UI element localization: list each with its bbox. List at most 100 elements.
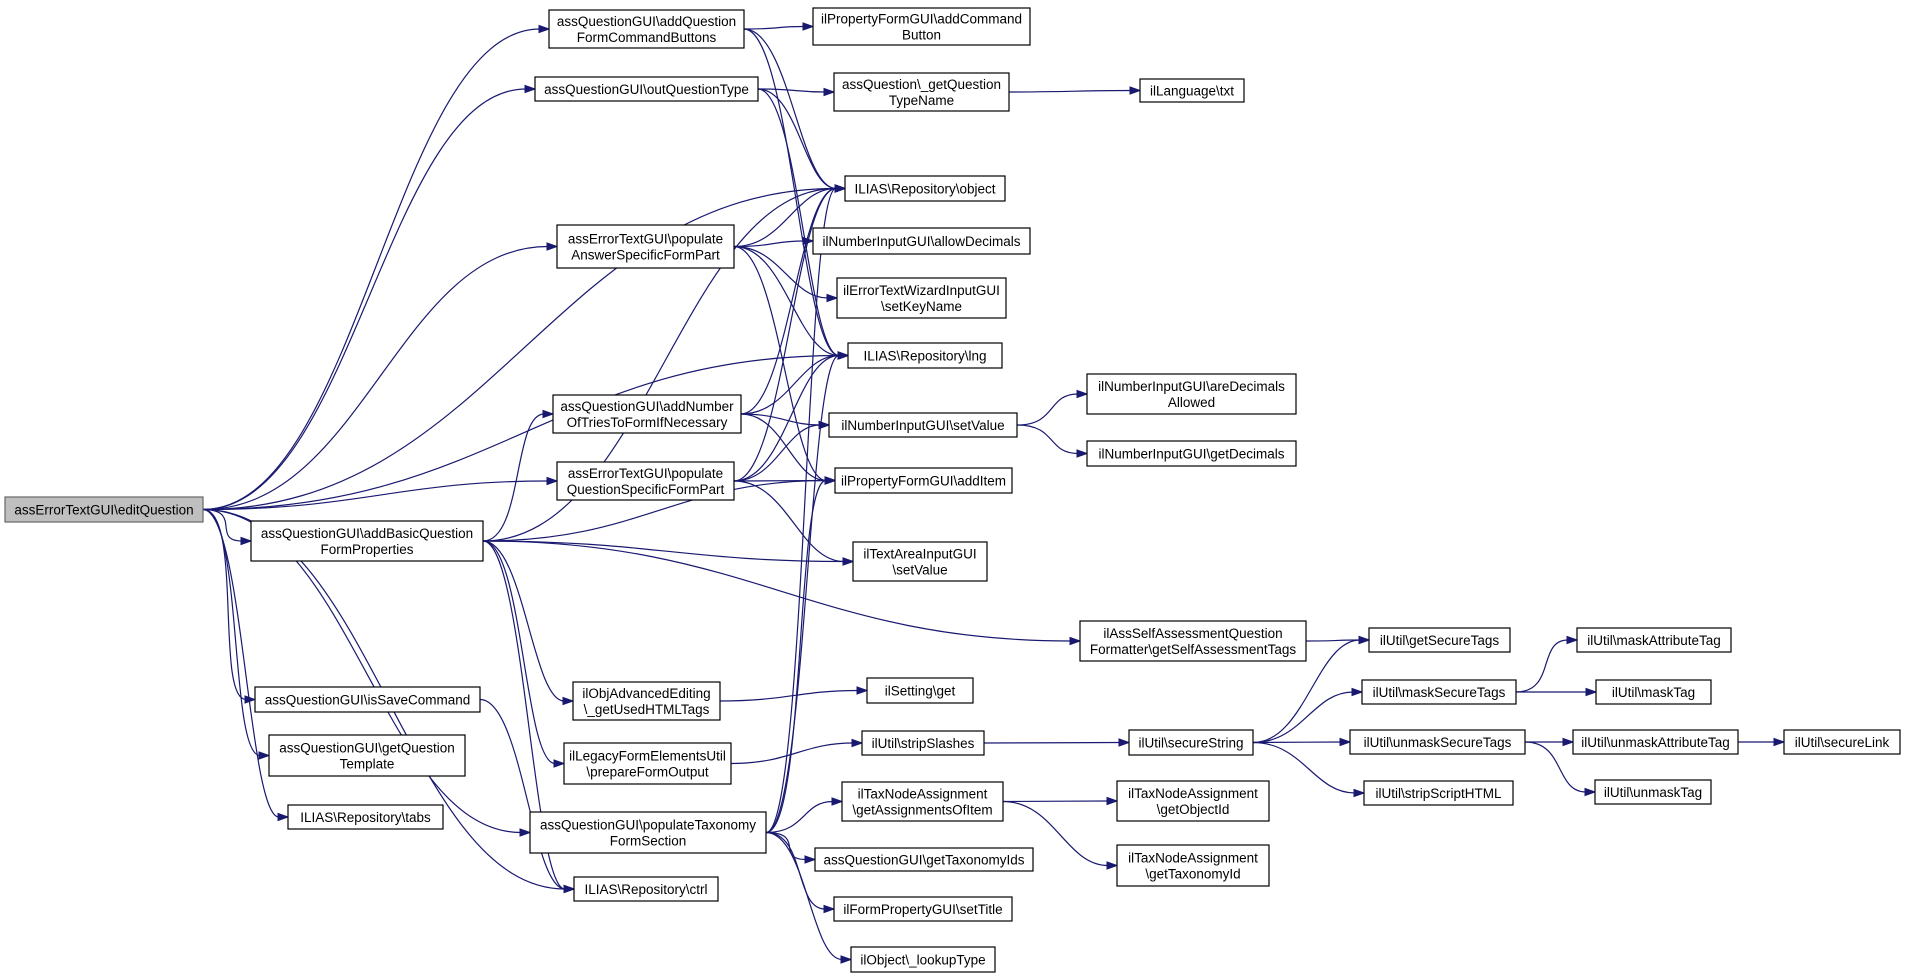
edge-add-question-form-command-buttons-to-add-command-button xyxy=(743,22,815,31)
edge-line xyxy=(733,187,837,248)
node-get-taxonomy-ids[interactable]: assQuestionGUI\getTaxonomyIds xyxy=(814,847,1034,872)
edge-line xyxy=(1252,639,1361,744)
edge-arrowhead xyxy=(546,242,559,251)
node-get-assignments-of-item[interactable]: ilTaxNodeAssignment\getAssignmentsOfItem xyxy=(841,781,1004,822)
node-is-save-command[interactable]: assQuestionGUI\isSaveCommand xyxy=(254,686,481,713)
node-get-object-id[interactable]: ilTaxNodeAssignment\getObjectId xyxy=(1116,780,1270,822)
edge-arrowhead xyxy=(1351,687,1364,697)
edge-populate-taxonomy-form-section-to-add-item xyxy=(765,476,837,834)
edge-line xyxy=(1002,800,1109,803)
edge-line xyxy=(743,28,840,357)
node-box xyxy=(828,412,1018,438)
node-object[interactable]: ILIAS\Repository\object xyxy=(844,175,1006,202)
node-setting-get[interactable]: ilSetting\get xyxy=(866,677,974,704)
edge-line xyxy=(740,187,837,415)
node-label: ilUtil\unmaskAttributeTag xyxy=(1581,735,1730,750)
node-add-item[interactable]: ilPropertyFormGUI\addItem xyxy=(834,467,1013,494)
node-unmask-secure-tags[interactable]: ilUtil\unmaskSecureTags xyxy=(1349,729,1526,755)
edge-mask-secure-tags-to-mask-attribute-tag xyxy=(1515,635,1579,693)
node-get-taxonomy-id[interactable]: ilTaxNodeAssignment\getTaxonomyId xyxy=(1116,844,1270,887)
node-populate-question-specific-form-part[interactable]: assErrorTextGUI\populateQuestionSpecific… xyxy=(556,461,735,501)
edge-out-question-type-to-lng xyxy=(757,88,850,360)
edge-line xyxy=(202,354,840,511)
node-label: assErrorTextGUI\populate xyxy=(568,232,723,247)
node-label: ilUtil\secureLink xyxy=(1795,735,1890,750)
edge-line xyxy=(733,245,827,482)
edge-arrowhead xyxy=(1358,635,1371,645)
node-mask-tag[interactable]: ilUtil\maskTag xyxy=(1595,679,1712,705)
edge-line xyxy=(1252,691,1354,744)
node-label: assErrorTextGUI\populate xyxy=(568,466,723,481)
node-box xyxy=(1079,620,1307,662)
call-graph-nodes: assErrorTextGUI\editQuestion assQuestionG… xyxy=(4,7,1901,973)
node-root[interactable]: assErrorTextGUI\editQuestion xyxy=(4,496,204,523)
node-box xyxy=(836,277,1007,319)
node-label: ilUtil\stripScriptHTML xyxy=(1375,786,1502,801)
node-lng[interactable]: ILIAS\Repository\lng xyxy=(847,342,1003,369)
node-add-number-of-tries[interactable]: assQuestionGUI\addNumberOfTriesToFormIfN… xyxy=(552,394,742,434)
node-prepare-form-output[interactable]: ilLegacyFormElementsUtil\prepareFormOutp… xyxy=(563,742,732,785)
node-get-self-assessment-tags[interactable]: ilAssSelfAssessmentQuestionFormatter\get… xyxy=(1079,620,1307,662)
node-secure-link[interactable]: ilUtil\secureLink xyxy=(1783,729,1901,755)
edge-line xyxy=(202,245,549,511)
node-get-secure-tags[interactable]: ilUtil\getSecureTags xyxy=(1368,627,1511,653)
node-get-decimals[interactable]: ilNumberInputGUI\getDecimals xyxy=(1086,440,1297,467)
node-set-title[interactable]: ilFormPropertyGUI\setTitle xyxy=(833,896,1013,922)
edge-arrowhead xyxy=(524,84,537,94)
node-label: \getObjectId xyxy=(1157,802,1230,817)
node-set-key-name[interactable]: ilErrorTextWizardInputGUI\setKeyName xyxy=(836,277,1007,319)
node-label: Formatter\getSelfAssessmentTags xyxy=(1090,642,1297,657)
edge-add-basic-question-form-properties-to-set-value-text-area xyxy=(482,540,855,566)
edge-line xyxy=(765,187,837,834)
node-label: FormProperties xyxy=(320,542,413,557)
node-box xyxy=(573,876,719,902)
edge-root-to-is-save-command xyxy=(202,508,257,704)
edge-line xyxy=(482,540,1072,642)
node-box xyxy=(833,72,1010,112)
node-mask-secure-tags[interactable]: ilUtil\maskSecureTags xyxy=(1361,679,1517,705)
node-strip-slashes[interactable]: ilUtil\stripSlashes xyxy=(861,730,985,756)
node-label: ilPropertyFormGUI\addCommand xyxy=(821,12,1022,27)
node-add-basic-question-form-properties[interactable]: assQuestionGUI\addBasicQuestionFormPrope… xyxy=(250,520,484,562)
node-box xyxy=(1139,78,1245,103)
node-secure-string[interactable]: ilUtil\secureString xyxy=(1128,729,1254,756)
node-strip-script-html[interactable]: ilUtil\stripScriptHTML xyxy=(1363,780,1514,806)
node-box xyxy=(1128,729,1254,756)
node-lookup-type[interactable]: ilObject\_lookupType xyxy=(850,946,996,973)
edge-unmask-secure-tags-to-unmask-attribute-tag xyxy=(1524,737,1575,747)
node-ctrl[interactable]: ILIAS\Repository\ctrl xyxy=(573,876,719,902)
node-label: ilSetting\get xyxy=(885,684,956,699)
node-set-value-text-area[interactable]: ilTextAreaInputGUI\setValue xyxy=(852,541,988,582)
node-mask-attribute-tag[interactable]: ilUtil\maskAttributeTag xyxy=(1576,627,1732,653)
edge-arrowhead xyxy=(834,184,847,193)
edge-line xyxy=(740,354,840,415)
node-populate-taxonomy-form-section[interactable]: assQuestionGUI\populateTaxonomyFormSecti… xyxy=(529,811,767,854)
edge-arrowhead xyxy=(831,797,844,806)
node-tabs[interactable]: ILIAS\Repository\tabs xyxy=(287,804,444,830)
node-unmask-attribute-tag[interactable]: ilUtil\unmaskAttributeTag xyxy=(1572,729,1739,755)
edge-line xyxy=(482,540,845,563)
node-txt[interactable]: ilLanguage\txt xyxy=(1139,78,1245,103)
node-out-question-type[interactable]: assQuestionGUI\outQuestionType xyxy=(534,76,759,102)
node-box xyxy=(572,681,721,721)
node-label: ilUtil\stripSlashes xyxy=(872,736,975,751)
node-populate-answer-specific-form-part[interactable]: assErrorTextGUI\populateAnswerSpecificFo… xyxy=(556,224,735,269)
node-label: OfTriesToFormIfNecessary xyxy=(567,415,728,430)
node-unmask-tag[interactable]: ilUtil\unmaskTag xyxy=(1594,779,1712,805)
edge-line xyxy=(1524,741,1587,793)
node-add-question-form-command-buttons[interactable]: assQuestionGUI\addQuestionFormCommandBut… xyxy=(548,9,745,49)
node-box xyxy=(1783,729,1901,755)
node-set-value-num[interactable]: ilNumberInputGUI\setValue xyxy=(828,412,1018,438)
edge-line xyxy=(1515,639,1569,693)
node-get-used-htmltags[interactable]: ilObjAdvancedEditing\_getUsedHTMLTags xyxy=(572,681,721,721)
edge-arrowhead xyxy=(826,293,839,303)
edge-line xyxy=(202,187,837,511)
node-box xyxy=(852,541,988,582)
node-label: \setValue xyxy=(892,563,947,578)
node-allow-decimals[interactable]: ilNumberInputGUI\allowDecimals xyxy=(812,227,1031,255)
node-box xyxy=(534,76,759,102)
